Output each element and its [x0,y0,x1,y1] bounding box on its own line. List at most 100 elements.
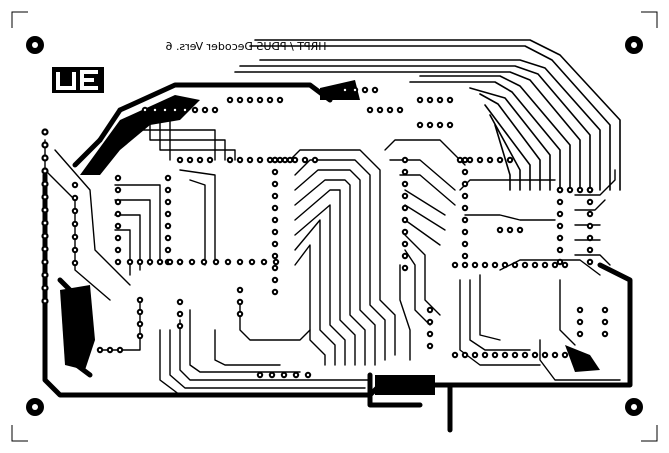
pad [401,264,409,272]
pad [511,261,519,269]
pad [96,346,104,354]
pad [196,156,204,164]
pad [126,258,134,266]
pad [576,306,584,314]
pad [426,342,434,350]
pad [506,156,514,164]
pad [292,371,300,379]
pad [41,219,49,227]
pad [246,96,254,104]
pad [271,168,279,176]
pad [176,322,184,330]
pad [136,308,144,316]
pad [191,106,199,114]
logo-mark [52,67,104,93]
pad [416,96,424,104]
pad [71,194,79,202]
pad [166,258,174,266]
pad [481,351,489,359]
pad [71,259,79,267]
pad [401,216,409,224]
pad [41,297,49,305]
pad [456,156,464,164]
pad [386,106,394,114]
pad [516,226,524,234]
central-bus-traces [289,139,466,366]
pad [446,121,454,129]
pad [164,222,172,230]
pad [556,186,564,194]
pad [256,156,264,164]
pad [376,106,384,114]
pad [41,284,49,292]
pad [486,156,494,164]
pad [401,168,409,176]
pad [601,330,609,338]
pad [236,156,244,164]
pad [461,192,469,200]
pad [271,204,279,212]
pad [164,198,172,206]
pad [188,258,196,266]
pad [556,246,564,254]
pad [71,220,79,228]
pad [271,192,279,200]
pad [114,210,122,218]
pad [271,264,279,272]
pad [586,210,594,218]
pad [256,96,264,104]
pad [481,261,489,269]
pad [341,86,349,94]
pad [186,156,194,164]
pad [491,351,499,359]
pad [461,252,469,260]
pad [176,258,184,266]
pad [461,261,469,269]
pad [576,186,584,194]
pad [41,128,49,136]
mounting-hole-top-left [26,36,44,54]
pad [71,233,79,241]
pad [436,96,444,104]
pad [164,234,172,242]
pad [551,351,559,359]
pad [141,106,149,114]
pad [276,96,284,104]
pad [461,240,469,248]
pad [436,121,444,129]
pad [586,186,594,194]
pad [351,86,359,94]
pad [266,156,274,164]
pad [256,371,264,379]
pad [586,222,594,230]
pad [246,156,254,164]
pad [41,232,49,240]
pad [248,258,256,266]
pad [41,141,49,149]
pad [371,86,379,94]
pad [236,298,244,306]
pad [466,156,474,164]
pad [541,261,549,269]
pad [401,180,409,188]
pad [146,258,154,266]
pad [531,351,539,359]
pad [426,330,434,338]
pad [551,261,559,269]
pad [156,258,164,266]
mounting-hole-bottom-left [26,398,44,416]
pad [556,222,564,230]
pad [271,240,279,248]
top-bus-traces [234,39,621,191]
pad [401,228,409,236]
pad [271,276,279,284]
pad [71,207,79,215]
pad [226,96,234,104]
pad [136,258,144,266]
pad [161,106,169,114]
pad [531,261,539,269]
pad [556,198,564,206]
pad [236,286,244,294]
crop-marks [11,11,658,442]
pad [461,216,469,224]
